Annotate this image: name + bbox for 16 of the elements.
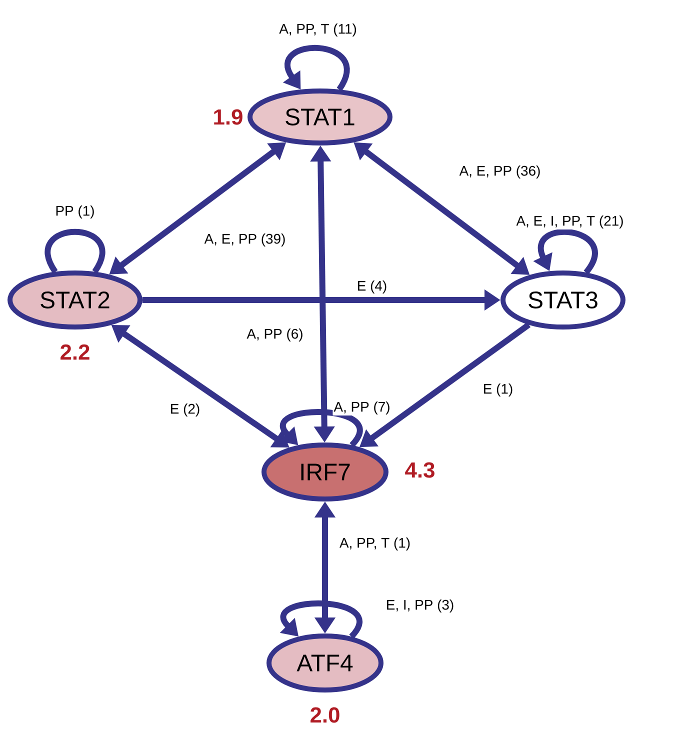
edge-label: A, E, I, PP, T (21) [516,216,623,228]
edge-label: A, E, PP (36) [459,166,540,178]
edge-label: A, E, PP (39) [204,234,285,246]
edge-label: A, PP (6) [246,328,302,342]
value-label: 2.2 [60,344,90,360]
value-label: 2.0 [310,707,340,723]
edge-label: E, I, PP (3) [387,600,454,612]
edge-label: E (2) [171,404,200,416]
value-label: 1.9 [214,109,242,125]
edge-label: A, PP (7) [334,402,390,414]
edge-label: E (1) [484,384,512,396]
edge-label: A, PP, T (1) [340,538,410,550]
edge-label: PP (1) [56,206,94,218]
edge-label: A, PP, T (11) [279,24,356,36]
edge-label: E (4) [358,280,386,294]
value-label: 4.3 [405,462,434,478]
